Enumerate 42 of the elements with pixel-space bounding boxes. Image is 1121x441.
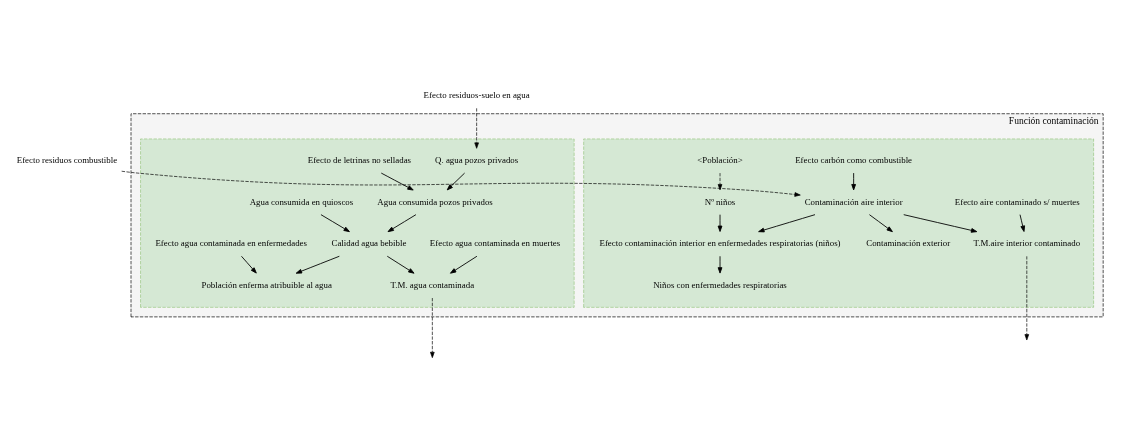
arrow — [320, 213, 350, 232]
node-text: Población enferma atribuible al agua — [201, 279, 332, 290]
arrow — [295, 255, 340, 274]
node-text: Efecto agua contaminada en muertes — [429, 237, 561, 248]
arrow — [386, 255, 415, 274]
node-text: Niños con enfermedades respiratorias — [653, 279, 787, 290]
node-text: Agua consumida en quioscos — [249, 196, 354, 207]
node-text: Agua consumida pozos privados — [377, 196, 493, 207]
node-text: Efecto de letrinas no selladas — [307, 154, 412, 165]
arrow — [474, 107, 479, 149]
arrow — [121, 170, 801, 197]
arrow — [717, 213, 723, 232]
arrow — [903, 213, 978, 233]
arrow — [1019, 213, 1026, 232]
arrow — [241, 255, 257, 274]
arrow — [450, 255, 478, 274]
arrow — [1024, 255, 1030, 340]
arrow — [717, 172, 723, 190]
node-text: T.M.aire interior contaminado — [973, 237, 1081, 248]
node-text: Nº niños — [704, 196, 736, 207]
arrow — [868, 213, 893, 232]
node-text: Efecto residuos combustible — [16, 154, 118, 165]
node-text: Efecto agua contaminada en enfermedades — [155, 237, 307, 248]
node-text: Efecto carbón como combustible — [795, 154, 913, 165]
cluster — [140, 138, 575, 308]
node-text: <Población> — [697, 154, 743, 165]
node-text: Contaminación exterior — [866, 237, 951, 248]
arrow — [851, 172, 856, 190]
node-text: Efecto aire contaminado s/ muertes — [954, 196, 1080, 207]
arrow — [717, 255, 723, 274]
arrow — [430, 297, 435, 358]
arrow — [446, 172, 466, 190]
node-text: Contaminación aire interior — [804, 196, 903, 207]
node-text: Q. agua pozos privados — [435, 154, 519, 165]
arrow — [380, 172, 414, 190]
node-text: Calidad agua bebible — [331, 237, 407, 248]
cluster — [583, 138, 1094, 308]
node-text: Efecto contaminación interior en enfermedades respiratorias (niños) — [599, 237, 841, 248]
node-text: Efecto residuos-suelo en agua — [423, 89, 530, 100]
arrow — [387, 213, 417, 232]
arrow — [758, 213, 816, 232]
node-text: T.M. agua contaminada — [390, 279, 475, 290]
